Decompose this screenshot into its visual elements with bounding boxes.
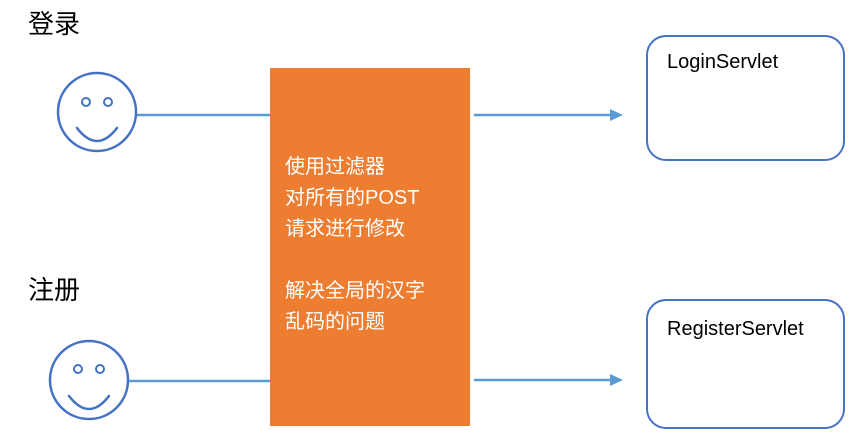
- register-servlet-name: RegisterServlet: [667, 318, 804, 340]
- login-servlet-name: LoginServlet: [667, 51, 779, 73]
- left-eye: [73, 364, 83, 374]
- left-eye: [81, 97, 91, 107]
- register-label: 注册: [28, 275, 81, 305]
- face-outline: [48, 339, 130, 421]
- login-servlet-box: LoginServlet: [646, 35, 845, 161]
- filter-to-login-servlet-arrow-icon: [474, 109, 623, 121]
- filter-box: 使用过滤器 对所有的POST 请求进行修改 解决全局的汉字 乱码的问题: [270, 68, 470, 426]
- right-eye: [103, 97, 113, 107]
- register-user-smiley-icon: [48, 339, 130, 421]
- arrowhead: [610, 109, 623, 121]
- arrowhead: [610, 374, 623, 386]
- face-outline: [56, 71, 138, 153]
- filter-description: 使用过滤器 对所有的POST 请求进行修改 解决全局的汉字 乱码的问题: [285, 152, 425, 338]
- filter-text-line: 乱码的问题: [285, 311, 385, 333]
- filter-text-line: 解决全局的汉字: [285, 280, 425, 302]
- smile: [67, 394, 111, 411]
- filter-text-line: 请求进行修改: [285, 218, 405, 240]
- filter-text-line: 使用过滤器: [285, 156, 385, 178]
- filter-to-register-servlet-arrow-icon: [474, 374, 623, 386]
- login-user-smiley-icon: [56, 71, 138, 153]
- register-servlet-box: RegisterServlet: [646, 299, 845, 429]
- paragraph-gap: [285, 245, 425, 276]
- right-eye: [95, 364, 105, 374]
- filter-text-line: 对所有的POST: [285, 187, 420, 209]
- login-label: 登录: [28, 9, 81, 39]
- smile: [75, 126, 119, 143]
